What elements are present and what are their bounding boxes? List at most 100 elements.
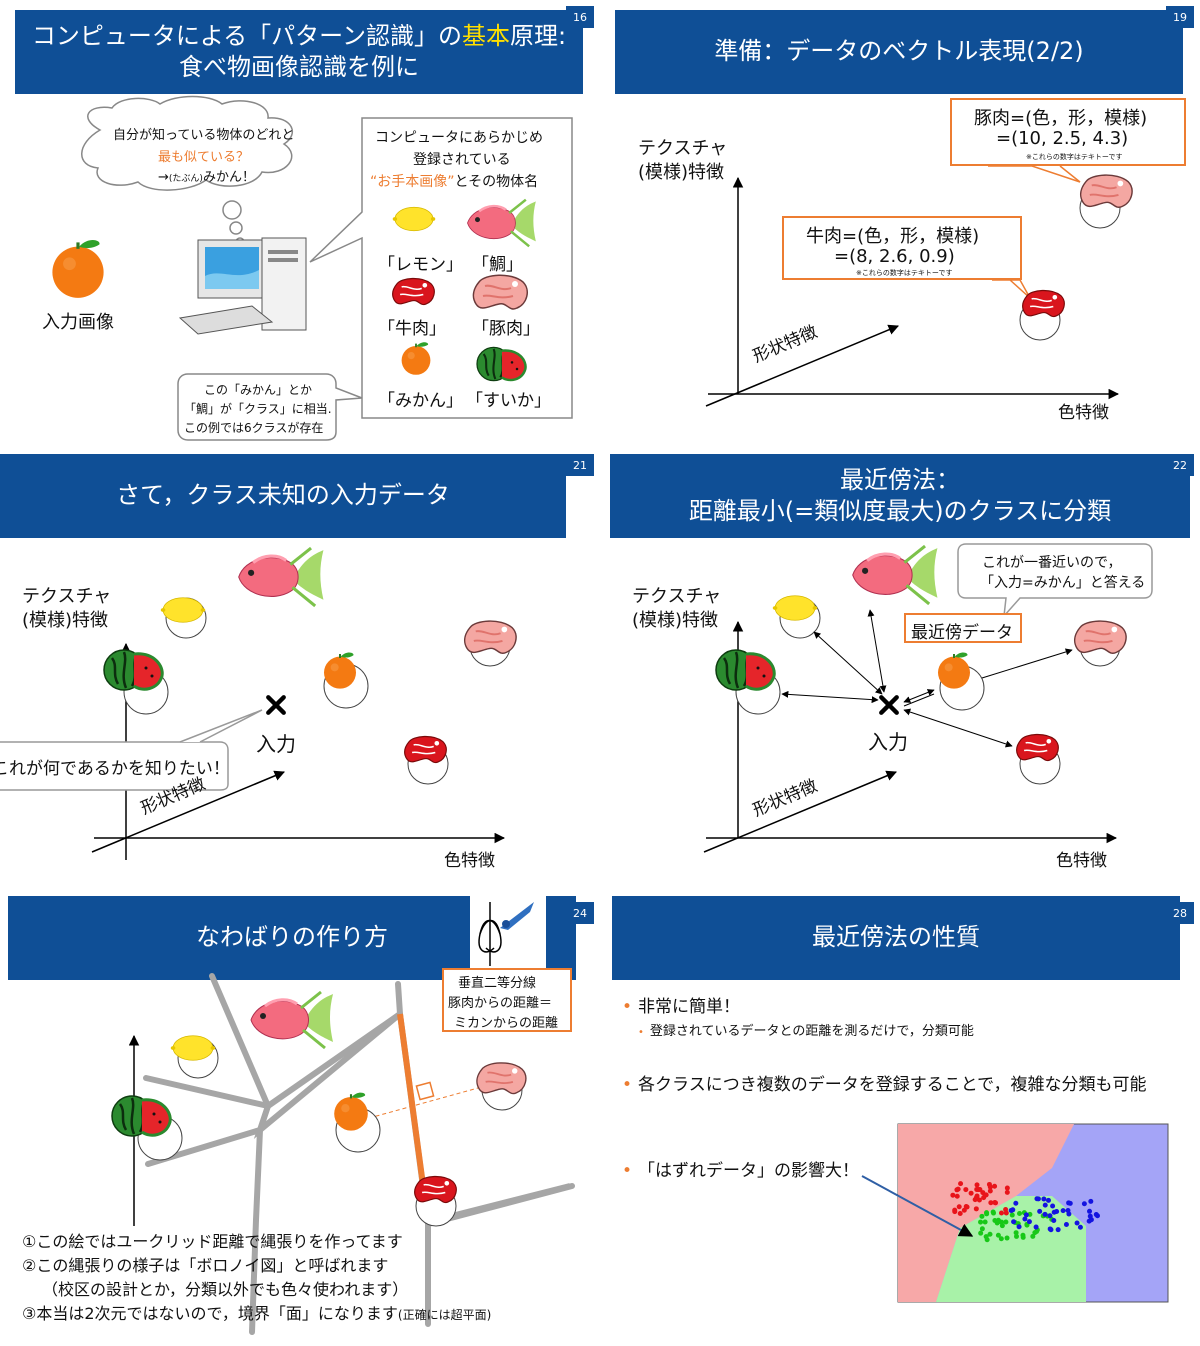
scatter-point	[1023, 1212, 1029, 1218]
pork-line2: =(10, 2.5, 4.3)	[996, 128, 1129, 149]
cloud-line3: →(たぶん)みかん！	[158, 166, 255, 185]
bullet-1-sub-text: 登録されているデータとの距離を測るだけで，分類可能	[649, 1024, 974, 1039]
title-line2: 食べ物画像認識を例に	[179, 53, 419, 81]
mikan-icon	[937, 651, 971, 690]
scatter-point	[1086, 1218, 1092, 1224]
note-2: ②この縄張りの様子は「ボロノイ図」と呼ばれます	[22, 1256, 389, 1275]
nn-label: 最近傍データ	[911, 623, 1013, 643]
reg-line3: “お手本画像”とその物体名	[370, 171, 538, 191]
bullet-3-text: 「はずれデータ」の影響大！	[638, 1161, 860, 1181]
pork-icon	[1079, 174, 1134, 209]
cloud-line1: 自分が知っている物体のどれと	[113, 128, 295, 143]
scatter-point	[992, 1183, 998, 1189]
bisector-line2: 豚肉からの距離＝	[448, 996, 553, 1011]
input-image-label: 入力画像	[42, 312, 114, 333]
scatter-point	[1087, 1208, 1093, 1214]
scatter-point	[979, 1213, 985, 1219]
scatter-point	[1009, 1212, 1015, 1218]
scatter-point	[992, 1218, 998, 1224]
scatter-point	[979, 1226, 985, 1232]
scatter-point	[999, 1210, 1005, 1216]
scatter-point	[1004, 1185, 1010, 1191]
scatter-point	[973, 1206, 979, 1212]
scatter-point	[1017, 1210, 1023, 1216]
bisector-line1: 垂直二等分線	[458, 976, 537, 991]
beef-line1: 牛肉=(色，形，模様)	[806, 226, 980, 247]
title-text: さて，クラス未知の入力データ	[116, 481, 450, 510]
note-4: ③本当は2次元ではないので，境界「面」になります(正確には超平面)	[22, 1300, 491, 1324]
title-text: 準備：データのベクトル表現(2/2)	[714, 37, 1084, 66]
scatter-point	[1026, 1219, 1032, 1225]
slide-16: コンピュータによる「パターン認識」の基本原理: 食べ物画像認識を例に 16 自分…	[0, 0, 600, 448]
callout-text: これが何であるかを知りたい！	[0, 759, 230, 779]
beef-note: ※これらの数字はテキトーです	[856, 269, 953, 277]
scatter-point	[983, 1234, 989, 1240]
scatter-point	[1042, 1202, 1048, 1208]
axes-3d	[705, 165, 1134, 407]
scatter-point	[1060, 1208, 1066, 1214]
scatter-point	[1003, 1219, 1009, 1225]
y-axis-label-1: テクスチャ	[632, 586, 722, 607]
lemon-icon	[392, 206, 436, 232]
y-axis-label-2: (模様)特徴	[22, 610, 109, 631]
scatter-point	[1030, 1233, 1036, 1239]
page-number: 21	[566, 454, 594, 476]
pork-icon	[472, 274, 529, 310]
callout-line1: これが一番近いので，	[982, 555, 1122, 571]
input-label: 入力	[868, 730, 908, 754]
scatter-point	[1050, 1203, 1056, 1209]
scatter-point	[1035, 1196, 1041, 1202]
page-number: 28	[1166, 902, 1194, 924]
page-number: 22	[1166, 454, 1194, 476]
scatter-point	[990, 1209, 996, 1215]
scatter-point	[1037, 1208, 1043, 1214]
beef-icon	[403, 735, 448, 764]
item-pork: 「豚肉」	[472, 319, 540, 339]
scatter-point	[1011, 1219, 1017, 1225]
scatter-point	[982, 1219, 988, 1225]
scatter-point	[987, 1231, 993, 1237]
voronoi-scene	[110, 896, 575, 1335]
bullet-dot: •	[622, 997, 633, 1017]
item-tai: 「鯛」	[472, 255, 523, 275]
note-4-text: ③本当は2次元ではないので，境界「面」になります	[22, 1304, 398, 1323]
note-line2: 「鯛」が「クラス」に相当.	[184, 402, 332, 416]
mikan-icon	[323, 651, 357, 690]
reg-line2: 登録されている	[413, 152, 511, 168]
tai-fish-icon	[249, 990, 335, 1050]
callout-line2: 「入力=みかん」と答える	[980, 575, 1146, 591]
x-mark-icon	[268, 697, 283, 712]
input-label: 入力	[256, 732, 296, 756]
x-mark-icon	[881, 697, 896, 712]
watermelon-icon	[102, 648, 164, 692]
scatter-point	[987, 1184, 993, 1190]
scatter-point	[1033, 1224, 1039, 1230]
bullet-dot: •	[622, 1161, 633, 1181]
scatter-point	[1093, 1211, 1099, 1217]
scatter-point	[998, 1219, 1004, 1225]
scatter-point	[1051, 1217, 1057, 1223]
scatter-point	[984, 1211, 990, 1217]
scatter-point	[956, 1204, 962, 1210]
reg-highlight: “お手本画像”	[370, 174, 455, 190]
slide-28: 最近傍法の性質 28 •非常に簡単！ •登録されているデータとの距離を測るだけで…	[600, 896, 1200, 1346]
beef-icon	[391, 277, 436, 306]
scatter-point	[963, 1187, 969, 1193]
scatter-point	[1046, 1197, 1052, 1203]
scatter-point	[987, 1188, 993, 1194]
scatter-point	[1081, 1201, 1087, 1207]
item-lemon: 「レモン」	[378, 255, 463, 275]
mikan-icon	[400, 341, 432, 376]
bullet-2: •各クラスにつき複数のデータを登録することで，複雑な分類も可能	[622, 1070, 1147, 1095]
page-number: 19	[1166, 6, 1194, 28]
slide-21: さて，クラス未知の入力データ 21 テクスチャ (模様)特徴 形状特徴 色特徴 …	[0, 448, 600, 896]
note-4-small: (正確には超平面)	[397, 1308, 492, 1322]
cloud-line2: 最も似ている？	[158, 150, 250, 165]
scatter-point	[1051, 1209, 1057, 1215]
item-suika: 「すいか」	[466, 391, 551, 411]
scene-21	[0, 546, 518, 860]
pork-icon	[476, 1062, 527, 1095]
beef-icon	[1021, 289, 1066, 318]
scatter-point	[1004, 1235, 1010, 1241]
slide-24: なわばりの作り方 24	[0, 896, 600, 1346]
